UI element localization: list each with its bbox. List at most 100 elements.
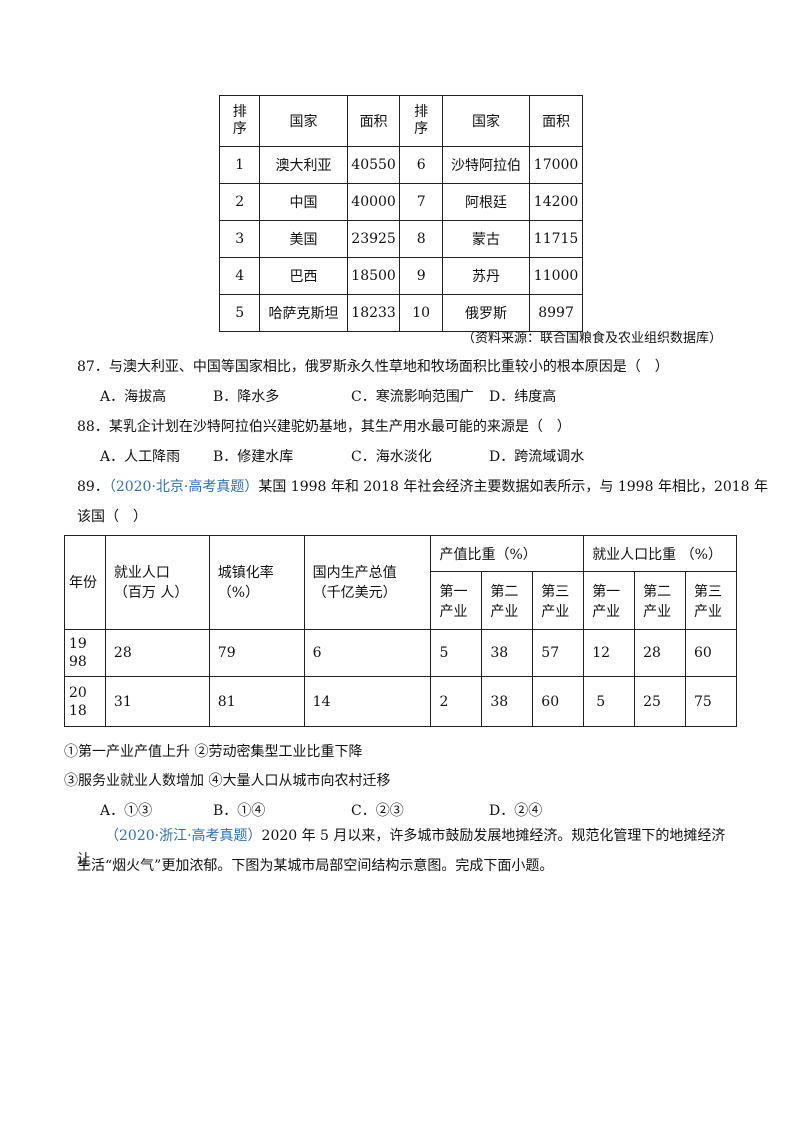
- header-rank: 排序: [399, 95, 443, 147]
- source-tag: （2020·北京·高考真题）: [108, 479, 259, 495]
- table-cell: 8: [399, 220, 443, 258]
- table-cell: 18500: [346, 257, 401, 295]
- question-89-stem-cont: 该国（ ）: [77, 509, 147, 525]
- table-cell: 2018: [64, 676, 106, 727]
- table-cell: 美国: [259, 220, 348, 258]
- table-row: 3 美国 23925 8 蒙古 11715: [218, 220, 583, 258]
- statement-line-1: ①第一产业产值上升 ②劳动密集型工业比重下降: [64, 744, 363, 760]
- passage-line-1: （2020·浙江·高考真题）2020 年 5 月以来，许多城市鼓励发展地摊经济。…: [77, 824, 737, 872]
- table-header-row: 年份 就业人口（百万 人） 城镇化率（%） 国内生产总值（千亿美元） 产值比重（…: [64, 535, 737, 630]
- table-cell: 40000: [346, 183, 401, 221]
- question-text: 某国 1998 年和 2018 年社会经济主要数据如表所示，与 1998 年相比…: [258, 479, 769, 495]
- subheader-tertiary: 第三产业: [685, 571, 737, 630]
- subheader-secondary: 第二产业: [481, 571, 534, 630]
- table-cell: 3: [218, 220, 261, 258]
- source-tag: （2020·浙江·高考真题）: [105, 828, 262, 844]
- header-rank: 排序: [218, 95, 261, 147]
- statement-line-2: ③服务业就业人数增加 ④大量人口从城市向农村迁移: [64, 773, 391, 789]
- table-cell: 28: [104, 629, 210, 677]
- table-cell: 2: [430, 676, 483, 727]
- table-row: 5 哈萨克斯坦 18233 10 俄罗斯 8997: [218, 294, 583, 332]
- option-a[interactable]: A．人工降雨: [100, 449, 181, 465]
- header-employment-share: 就业人口比重 （%）: [583, 535, 737, 572]
- table-cell: 6: [399, 146, 443, 184]
- table-cell: 巴西: [259, 257, 348, 295]
- table-cell: 12: [583, 629, 636, 677]
- table-cell: 5: [430, 629, 483, 677]
- table-cell: 23925: [346, 220, 401, 258]
- table-cell: 蒙古: [441, 220, 531, 258]
- question-87-stem: 87．与澳大利亚、中国等国家相比，俄罗斯永久性草地和牧场面积比重较小的根本原因是…: [77, 359, 669, 375]
- question-number: 89．: [77, 479, 109, 495]
- table-cell: 17000: [529, 146, 583, 184]
- table-row: 1 澳大利亚 40550 6 沙特阿拉伯 17000: [218, 146, 583, 184]
- option-b[interactable]: B．①④: [213, 803, 266, 819]
- table-cell: 沙特阿拉伯: [441, 146, 531, 184]
- subheader-tertiary: 第三产业: [532, 571, 585, 630]
- table-cell: 38: [481, 676, 534, 727]
- header-area: 面积: [529, 95, 583, 147]
- table-source-note: （资料来源：联合国粮食及农业组织数据库）: [461, 331, 722, 346]
- table-cell: 哈萨克斯坦: [259, 294, 348, 332]
- table-row: 4 巴西 18500 9 苏丹 11000: [218, 257, 583, 295]
- option-d[interactable]: D．跨流域调水: [489, 449, 585, 465]
- header-employment: 就业人口（百万 人）: [104, 535, 210, 630]
- table-cell: 14200: [529, 183, 583, 221]
- table-cell: 57: [532, 629, 585, 677]
- option-c[interactable]: C．寒流影响范围广: [351, 389, 474, 405]
- table-cell: 81: [208, 676, 305, 727]
- table-row: 1998 28 79 6 5 38 57 12 28 60: [64, 629, 737, 677]
- option-d[interactable]: D．纬度高: [489, 389, 557, 405]
- table-cell: 28: [634, 629, 686, 677]
- table-subheader-row: 第一产业 第二产业 第三产业 第一产业 第二产业 第三产业: [65, 571, 737, 630]
- option-c[interactable]: C．海水淡化: [351, 449, 432, 465]
- table-cell: 40550: [346, 146, 401, 184]
- table-cell: 79: [208, 629, 305, 677]
- subheader-secondary: 第二产业: [634, 571, 686, 630]
- table-cell: 25: [634, 676, 686, 727]
- table-cell: 60: [685, 629, 737, 677]
- table-cell: 60: [532, 676, 585, 727]
- table-cell: 11000: [529, 257, 583, 295]
- subheader-primary: 第一产业: [583, 571, 636, 630]
- table-cell: 澳大利亚: [259, 146, 348, 184]
- header-year: 年份: [64, 535, 106, 630]
- option-b[interactable]: B．修建水库: [213, 449, 294, 465]
- table-cell: 14: [303, 676, 432, 727]
- header-country: 国家: [441, 95, 531, 147]
- table-cell: 11715: [529, 220, 583, 258]
- table-row: 2018 31 81 14 2 38 60 5 25 75: [64, 676, 737, 727]
- option-b[interactable]: B．降水多: [213, 389, 280, 405]
- table-cell: 5: [583, 676, 636, 727]
- option-c[interactable]: C．②③: [351, 803, 404, 819]
- table-cell: 75: [685, 676, 737, 727]
- question-88-stem: 88．某乳企计划在沙特阿拉伯兴建驼奶基地，其生产用水最可能的来源是（ ）: [77, 419, 571, 435]
- table-cell: 18233: [346, 294, 401, 332]
- subheader-primary: 第一产业: [430, 571, 483, 630]
- table-cell: 中国: [259, 183, 348, 221]
- option-a[interactable]: A．①③: [100, 803, 153, 819]
- passage-line-2: 生活“烟火气”更加浓郁。下图为某城市局部空间结构示意图。完成下面小题。: [77, 858, 554, 874]
- area-ranking-table: 排序 国家 面积 排序 国家 面积 1 澳大利亚 40550 6 沙特阿拉伯 1…: [218, 95, 583, 332]
- table-cell: 6: [303, 629, 432, 677]
- passage-text: 2020 年 5 月以来，许多城市鼓励发展地摊经济。规范化管理下的地摊经济让: [77, 828, 726, 868]
- option-a[interactable]: A．海拔高: [100, 389, 167, 405]
- socioeconomic-data-table: 年份 就业人口（百万 人） 城镇化率（%） 国内生产总值（千亿美元） 产值比重（…: [64, 535, 737, 727]
- option-d[interactable]: D．②④: [489, 803, 543, 819]
- table-cell: 1: [218, 146, 261, 184]
- table-cell: 7: [399, 183, 443, 221]
- header-output-share: 产值比重（%）: [430, 535, 585, 572]
- table-cell: 阿根廷: [441, 183, 531, 221]
- table-header-row: 排序 国家 面积 排序 国家 面积: [218, 95, 583, 147]
- header-urbanization: 城镇化率（%）: [208, 535, 305, 630]
- header-country: 国家: [259, 95, 348, 147]
- table-cell: 8997: [529, 294, 583, 332]
- table-cell: 2: [218, 183, 261, 221]
- header-gdp: 国内生产总值（千亿美元）: [303, 535, 432, 630]
- table-cell: 苏丹: [441, 257, 531, 295]
- question-89-stem: 89．（2020·北京·高考真题）某国 1998 年和 2018 年社会经济主要…: [77, 476, 768, 496]
- table-cell: 俄罗斯: [441, 294, 531, 332]
- header-area: 面积: [346, 95, 401, 147]
- table-cell: 31: [104, 676, 210, 727]
- table-cell: 38: [481, 629, 534, 677]
